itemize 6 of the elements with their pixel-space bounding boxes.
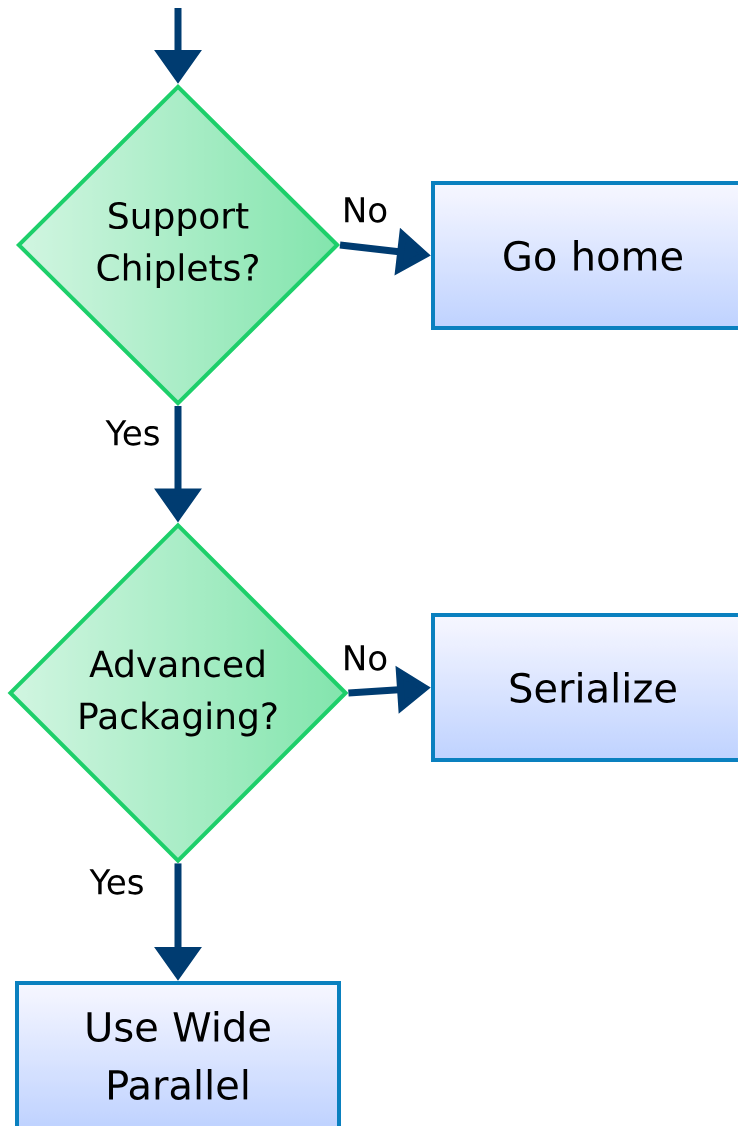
- process-box: Use Wide Parallel: [15, 981, 341, 1126]
- process-box: Go home: [431, 181, 738, 330]
- edge-label: No: [340, 196, 390, 224]
- edge-label: Yes: [104, 419, 162, 447]
- edge-label: Yes: [88, 868, 146, 896]
- process-box: Serialize: [431, 613, 738, 762]
